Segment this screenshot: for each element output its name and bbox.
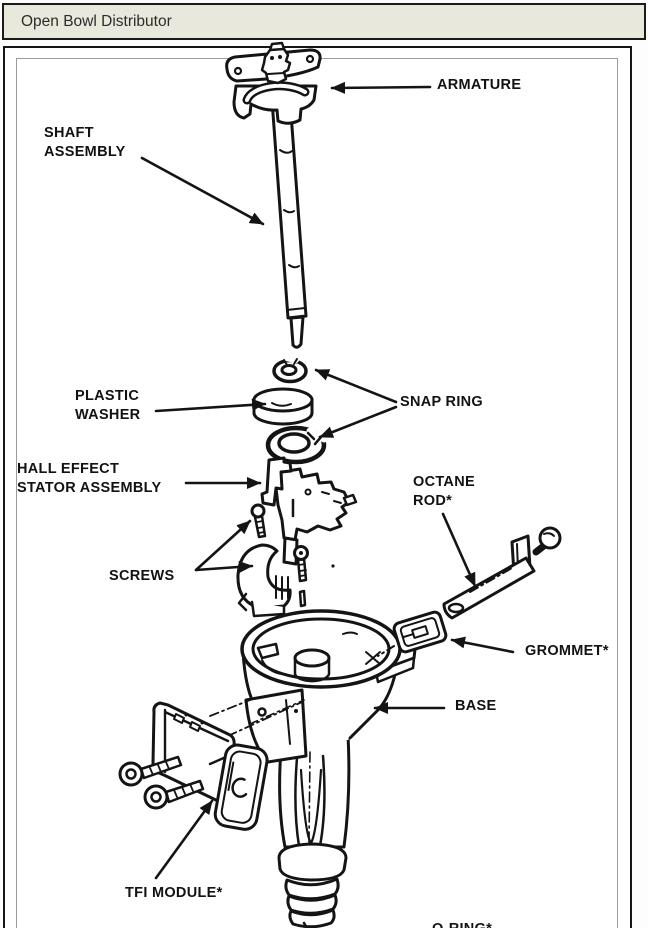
- octane-rod-arrow: [441, 512, 477, 588]
- screws-arrow-upper: [194, 519, 252, 572]
- shaft-drawing: [270, 98, 308, 349]
- grommet-label: GROMMET*: [525, 643, 609, 659]
- shaft-assembly-label: SHAFT ASSEMBLY: [44, 124, 126, 162]
- snap-ring-lower-drawing: [265, 425, 328, 465]
- tfi-module-label: TFI MODULE*: [125, 885, 223, 901]
- plastic-washer-label-line2: WASHER: [75, 407, 141, 423]
- hall-effect-stator-drawing: [236, 456, 358, 618]
- plastic-washer-drawing: [252, 387, 314, 426]
- page-title: Open Bowl Distributor: [21, 12, 172, 30]
- plastic-washer-arrow: [154, 398, 267, 413]
- snap-ring-lower-arrow: [318, 405, 398, 439]
- o-ring-label: O-RING*: [432, 920, 492, 928]
- tfi-module-arrow: [154, 799, 214, 880]
- octane-rod-label-line1: OCTANE: [413, 474, 475, 490]
- octane-rod-label-line2: ROD*: [413, 493, 453, 509]
- plastic-washer-label-line1: PLASTIC: [75, 388, 140, 404]
- hall-effect-stator-label: HALL EFFECT STATOR ASSEMBLY: [17, 460, 161, 498]
- screws-drawing: [250, 503, 335, 608]
- snap-ring-label: SNAP RING: [400, 394, 484, 410]
- base-drawing: [240, 609, 418, 928]
- snap-ring-upper-arrow: [314, 368, 398, 404]
- armature-drawing: [225, 41, 322, 125]
- shaft-assembly-label-line1: SHAFT: [44, 125, 94, 141]
- grommet-drawing: [365, 610, 448, 665]
- hall-effect-label-line2: STATOR ASSEMBLY: [17, 480, 162, 496]
- shaft-assembly-label-line2: ASSEMBLY: [44, 144, 126, 160]
- octane-rod-label: OCTANE ROD*: [413, 473, 475, 511]
- base-label: BASE: [455, 698, 497, 714]
- shaft-assembly-arrow: [140, 156, 265, 226]
- octane-rod-drawing: [442, 526, 562, 620]
- title-bar: Open Bowl Distributor: [2, 3, 646, 40]
- tfi-module-drawing: [118, 699, 303, 831]
- plastic-washer-label: PLASTIC WASHER: [75, 387, 140, 425]
- hall-effect-label-line1: HALL EFFECT: [17, 461, 120, 477]
- grommet-arrow: [450, 636, 515, 654]
- snap-ring-upper-drawing: [272, 355, 308, 384]
- screws-label: SCREWS: [109, 568, 175, 584]
- leader-arrows: [140, 81, 515, 880]
- screws-arrow-lower: [194, 560, 254, 573]
- armature-label: ARMATURE: [437, 77, 522, 93]
- armature-arrow: [330, 81, 432, 94]
